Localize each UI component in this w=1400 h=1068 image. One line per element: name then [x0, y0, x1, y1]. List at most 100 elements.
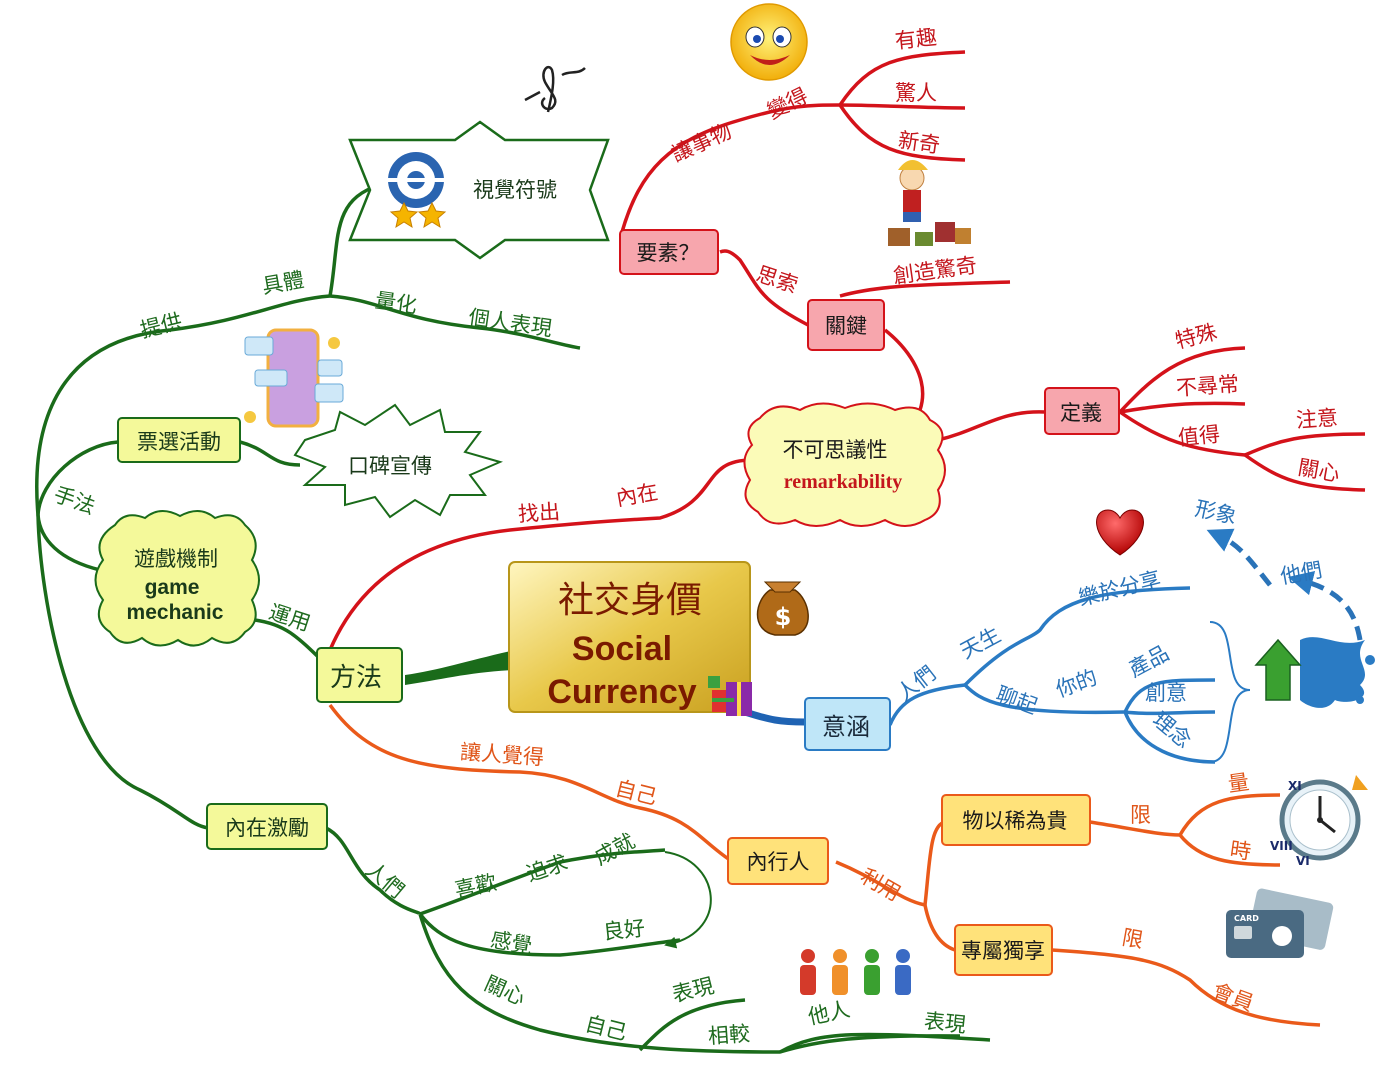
concrete-label: 具體: [260, 268, 306, 299]
limit1-label: 限: [1130, 803, 1151, 827]
care-label: 關心: [481, 971, 529, 1010]
center-to-method-line: [405, 650, 515, 685]
pursue-label: 追求: [523, 850, 570, 886]
feeling-label: 感覺: [489, 927, 535, 958]
method-label: 方法: [330, 663, 382, 693]
word-of-mouth-node[interactable]: 口碑宣傳: [293, 403, 503, 519]
product-label: 產品: [1125, 641, 1173, 682]
quantify-label: 量化: [374, 288, 419, 318]
remarkability-node[interactable]: 不可思議性 remarkability: [743, 402, 946, 527]
vote-activity-label: 票選活動: [137, 430, 221, 454]
elements-label: 要素？: [637, 241, 700, 265]
badge-icon: [388, 152, 447, 229]
remarkability-zh: 不可思議性: [783, 438, 888, 462]
make-things-label: 讓事物: [668, 119, 735, 167]
make-feel-label: 讓人覺得: [459, 740, 544, 770]
others-label: 他人: [806, 997, 852, 1029]
intrinsic-motivation-label: 內在激勵: [225, 816, 309, 840]
scarcity-label: 物以稀為貴: [963, 809, 1068, 833]
svg-text:$: $: [775, 603, 792, 631]
blue-branch-lines: [888, 586, 1251, 764]
orange-branch-lines: [328, 703, 1321, 1027]
technique-label: 手法: [51, 482, 99, 519]
feedback-arrow: [664, 851, 712, 949]
elements-node[interactable]: 要素？: [619, 229, 719, 275]
red-branch-lines: [328, 50, 1366, 651]
clock-numeral-xi: XI: [1288, 779, 1302, 793]
unusual-label: 不尋常: [1175, 372, 1240, 400]
key-label: 關鍵: [825, 314, 867, 338]
definition-node[interactable]: 定義: [1044, 387, 1120, 435]
definition-label: 定義: [1060, 401, 1102, 425]
clock-numeral-vi: VI: [1296, 854, 1310, 868]
visual-symbol-label: 視覺符號: [473, 178, 557, 202]
exclusive-label: 專屬獨享: [961, 939, 1045, 963]
exclusive-node[interactable]: 專屬獨享: [954, 924, 1053, 976]
provide-label: 提供: [138, 309, 185, 342]
use-label: 運用: [266, 600, 313, 636]
meaning-node[interactable]: 意涵: [804, 697, 891, 751]
remarkability-en: remarkability: [784, 471, 903, 493]
performance-label: 表現: [670, 974, 717, 1007]
music-note-icon: [524, 65, 586, 113]
card-text: CARD: [1234, 914, 1259, 923]
word-of-mouth-label: 口碑宣傳: [348, 454, 432, 478]
girl-gifts-icon: [888, 160, 971, 246]
amazing-label: 驚人: [895, 81, 937, 105]
game-mechanic-en1: game: [145, 576, 200, 599]
creativity-label: 創意: [1145, 681, 1187, 705]
center-subtitle-2: Currency: [547, 673, 696, 711]
method-node[interactable]: 方法: [316, 647, 403, 703]
heart-icon: [1096, 509, 1144, 556]
meaning-label: 意涵: [822, 713, 870, 741]
concern-label: 關心: [1296, 455, 1342, 486]
intrinsic-motivation-node[interactable]: 內在激勵: [206, 803, 328, 850]
vote-activity-node[interactable]: 票選活動: [117, 417, 241, 463]
limit2-label: 限: [1120, 925, 1145, 952]
quantity-label: 量: [1226, 770, 1250, 797]
insider-node[interactable]: 內行人: [727, 837, 829, 885]
green-branch-lines: [35, 183, 991, 1054]
phone-chat-icon: [244, 328, 344, 428]
good-label: 良好: [602, 916, 646, 944]
inner-label: 內在: [614, 480, 660, 511]
game-mechanic-zh: 遊戲機制: [134, 547, 218, 571]
others-performance-label: 表現: [923, 1009, 967, 1037]
love-share-label: 樂於分享: [1076, 567, 1163, 611]
key-node[interactable]: 關鍵: [807, 299, 885, 351]
scarcity-node[interactable]: 物以稀為貴: [941, 794, 1091, 846]
game-mechanic-en2: mechanic: [127, 601, 224, 624]
splash-arrow-icon: [1254, 637, 1375, 708]
become-label: 變得: [763, 84, 811, 124]
novel-label: 新奇: [897, 128, 942, 158]
your-label: 你的: [1053, 665, 1101, 702]
game-mechanic-node[interactable]: 遊戲機制 game mechanic: [94, 510, 260, 647]
insider-label: 內行人: [747, 850, 810, 874]
smiley-sun-icon: [730, 3, 808, 81]
center-to-meaning-line: [743, 708, 806, 726]
special-label: 特殊: [1173, 320, 1220, 353]
visual-symbol-node[interactable]: 視覺符號: [348, 120, 610, 260]
money-bag-icon: $: [756, 581, 809, 636]
them-image-arrows: [1206, 528, 1363, 641]
personal-performance-label: 個人表現: [467, 305, 554, 340]
center-node[interactable]: 社交身價 Social Currency: [508, 561, 751, 713]
fun-label: 有趣: [894, 25, 938, 53]
use-orange-label: 利用: [856, 864, 904, 906]
image-label: 形象: [1193, 496, 1239, 528]
attention-label: 注意: [1295, 406, 1339, 433]
people-group-icon: [800, 949, 911, 995]
clock-icon: XI VIII VI: [1270, 775, 1368, 868]
self-orange-label: 自己: [613, 776, 660, 809]
achievement-label: 成就: [590, 829, 638, 870]
compare-label: 相較: [707, 1022, 751, 1049]
chat-label: 聊起: [993, 682, 1041, 719]
credit-card-icon: CARD: [1226, 888, 1334, 958]
find-label: 找出: [517, 500, 561, 527]
center-title: 社交身價: [558, 580, 702, 621]
like-label: 喜歡: [453, 870, 499, 902]
time-label: 時: [1228, 837, 1252, 864]
worth-label: 值得: [1177, 422, 1221, 450]
